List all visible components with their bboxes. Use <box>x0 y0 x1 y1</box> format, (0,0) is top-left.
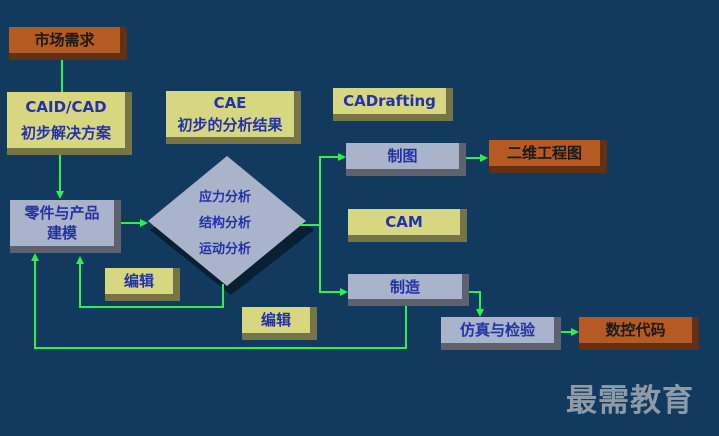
diamond-to-drawing-connector <box>300 153 346 226</box>
stress-analysis-label: 应力分析 <box>198 190 251 205</box>
cae-title: CAE <box>213 94 247 112</box>
nc-code-label: 数控代码 <box>605 321 666 339</box>
twod-drawing-label: 二维工程图 <box>506 144 582 162</box>
caid-cad-box: CAID/CAD 初步解决方案 <box>7 92 132 155</box>
cae-subtitle: 初步的分析结果 <box>177 116 283 134</box>
manufacture-box: 制造 <box>348 274 469 306</box>
manufacture-feedback-connector <box>31 253 407 349</box>
drawing-label: 制图 <box>387 147 418 165</box>
edit-box-2: 编辑 <box>242 307 317 340</box>
edit-label-2: 编辑 <box>260 311 291 329</box>
cae-box: CAE 初步的分析结果 <box>166 91 301 144</box>
nc-code-box: 数控代码 <box>579 317 699 350</box>
caid-cad-title: CAID/CAD <box>25 98 107 116</box>
caid-cad-subtitle: 初步解决方案 <box>20 124 111 142</box>
manufacture-to-simulation-connector <box>466 291 484 317</box>
drawing-box: 制图 <box>346 143 466 176</box>
modeling-label-line2: 建模 <box>46 224 77 242</box>
cadrafting-box: CADrafting <box>333 88 453 121</box>
motion-analysis-label: 运动分析 <box>198 242 251 257</box>
market-demand-box: 市场需求 <box>9 27 127 60</box>
modeling-label-line1: 零件与产品 <box>24 204 100 222</box>
manufacture-label: 制造 <box>389 277 420 296</box>
analysis-diamond-shape <box>148 156 314 295</box>
edit-label-1: 编辑 <box>123 272 154 290</box>
watermark-text: 最需教育 <box>566 383 694 419</box>
market-demand-label: 市场需求 <box>34 31 95 49</box>
diamond-feedback-connector <box>76 256 224 308</box>
simulation-box: 仿真与检验 <box>441 317 561 350</box>
edit-box-1: 编辑 <box>105 268 180 301</box>
cam-box: CAM <box>348 209 467 242</box>
diamond-to-manufacture-connector <box>319 225 348 296</box>
cadrafting-label: CADrafting <box>343 92 436 110</box>
twod-drawing-box: 二维工程图 <box>489 140 607 173</box>
modeling-box: 零件与产品 建模 <box>10 200 121 253</box>
simulation-label: 仿真与检验 <box>459 321 535 339</box>
structure-analysis-label: 结构分析 <box>198 216 251 231</box>
cam-label: CAM <box>385 213 423 231</box>
